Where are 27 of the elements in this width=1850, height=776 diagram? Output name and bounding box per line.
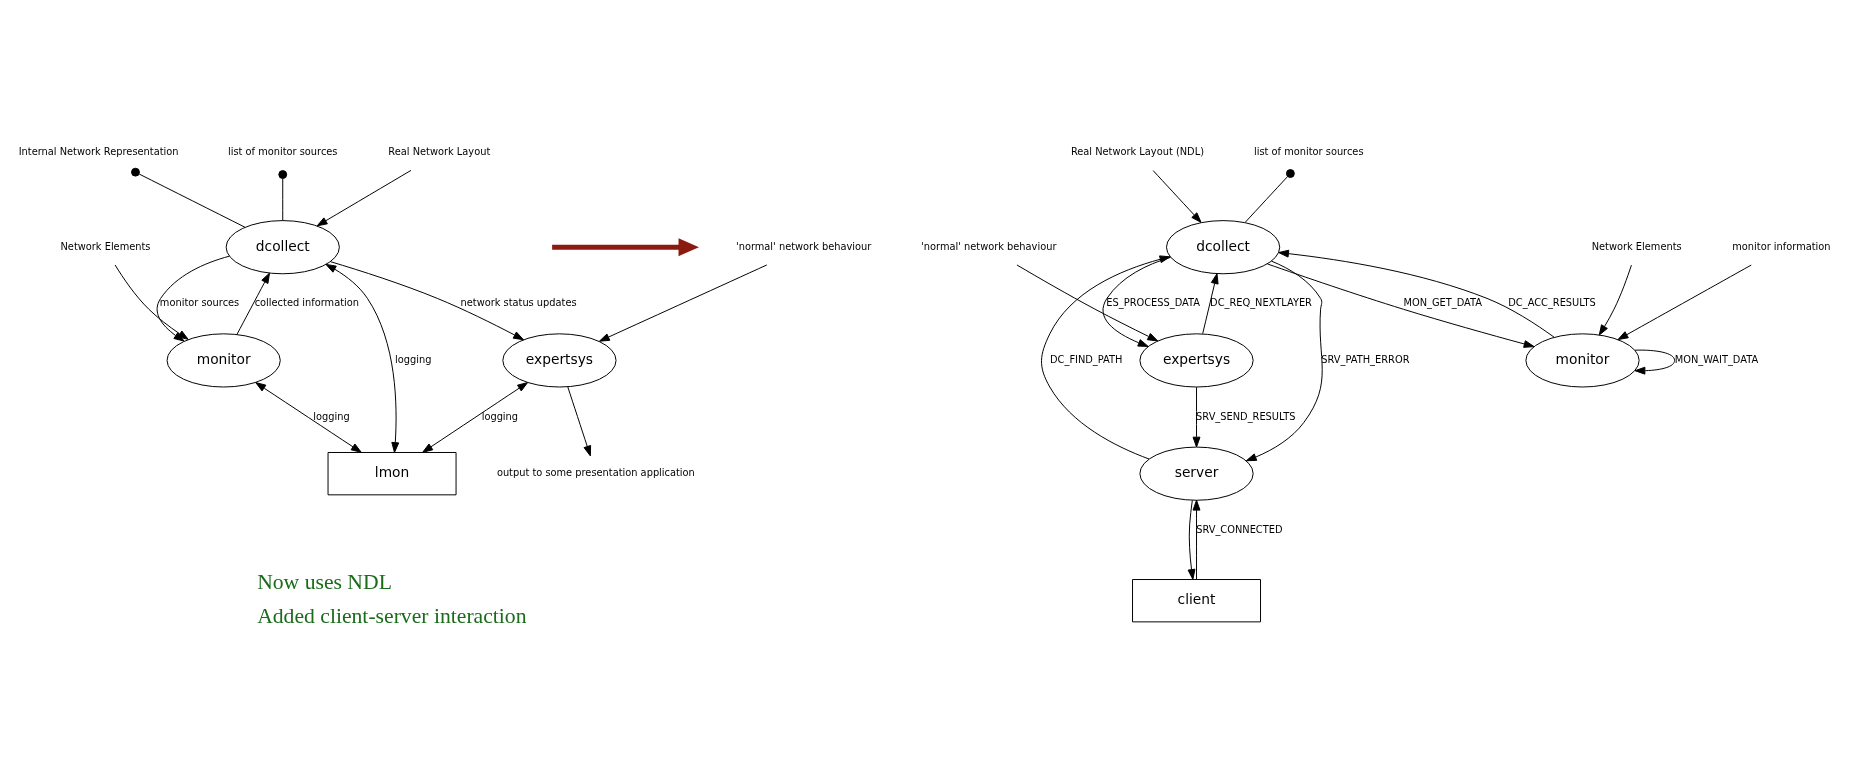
edge-label: DC_ACC_RESULTS: [1508, 297, 1596, 309]
node-text: 'normal' network behaviour: [735, 240, 872, 252]
node-text: output to some presentation application: [496, 467, 695, 479]
edge-label: SRV_PATH_ERROR: [1321, 353, 1410, 365]
node-text: monitor information: [1732, 240, 1831, 252]
edge-label: monitor sources: [159, 297, 240, 309]
label: Now uses NDL: [257, 570, 392, 595]
edge-label: collected information: [254, 297, 360, 309]
edge-label: logging: [395, 353, 432, 365]
edge-label: MON_GET_DATA: [1403, 297, 1482, 309]
edge-label: logging: [313, 410, 350, 422]
edge-label: logging: [481, 410, 519, 422]
node-text: 'normal' network behaviour: [921, 240, 1057, 252]
node-text: Network Elements: [1591, 240, 1682, 252]
edge-label: DC_FIND_PATH: [1050, 353, 1123, 365]
edge-label: ES_PROCESS_DATA: [1106, 297, 1201, 309]
edge-label: DC_REQ_NEXTLAYER: [1210, 297, 1312, 309]
node-text: Internal Network Representation: [18, 146, 179, 158]
label: Added client-server interaction: [257, 603, 527, 628]
node-text: list of monitor sources: [228, 146, 338, 158]
node-text: Network Elements: [60, 240, 151, 252]
node-text: list of monitor sources: [1254, 146, 1364, 158]
edge-label: SRV_CONNECTED: [1196, 523, 1283, 535]
node-text: Real Network Layout (NDL): [1070, 146, 1204, 158]
edge-label: network status updates: [460, 297, 577, 309]
node-text: Real Network Layout: [388, 146, 491, 158]
edge-label: MON_WAIT_DATA: [1674, 353, 1759, 365]
